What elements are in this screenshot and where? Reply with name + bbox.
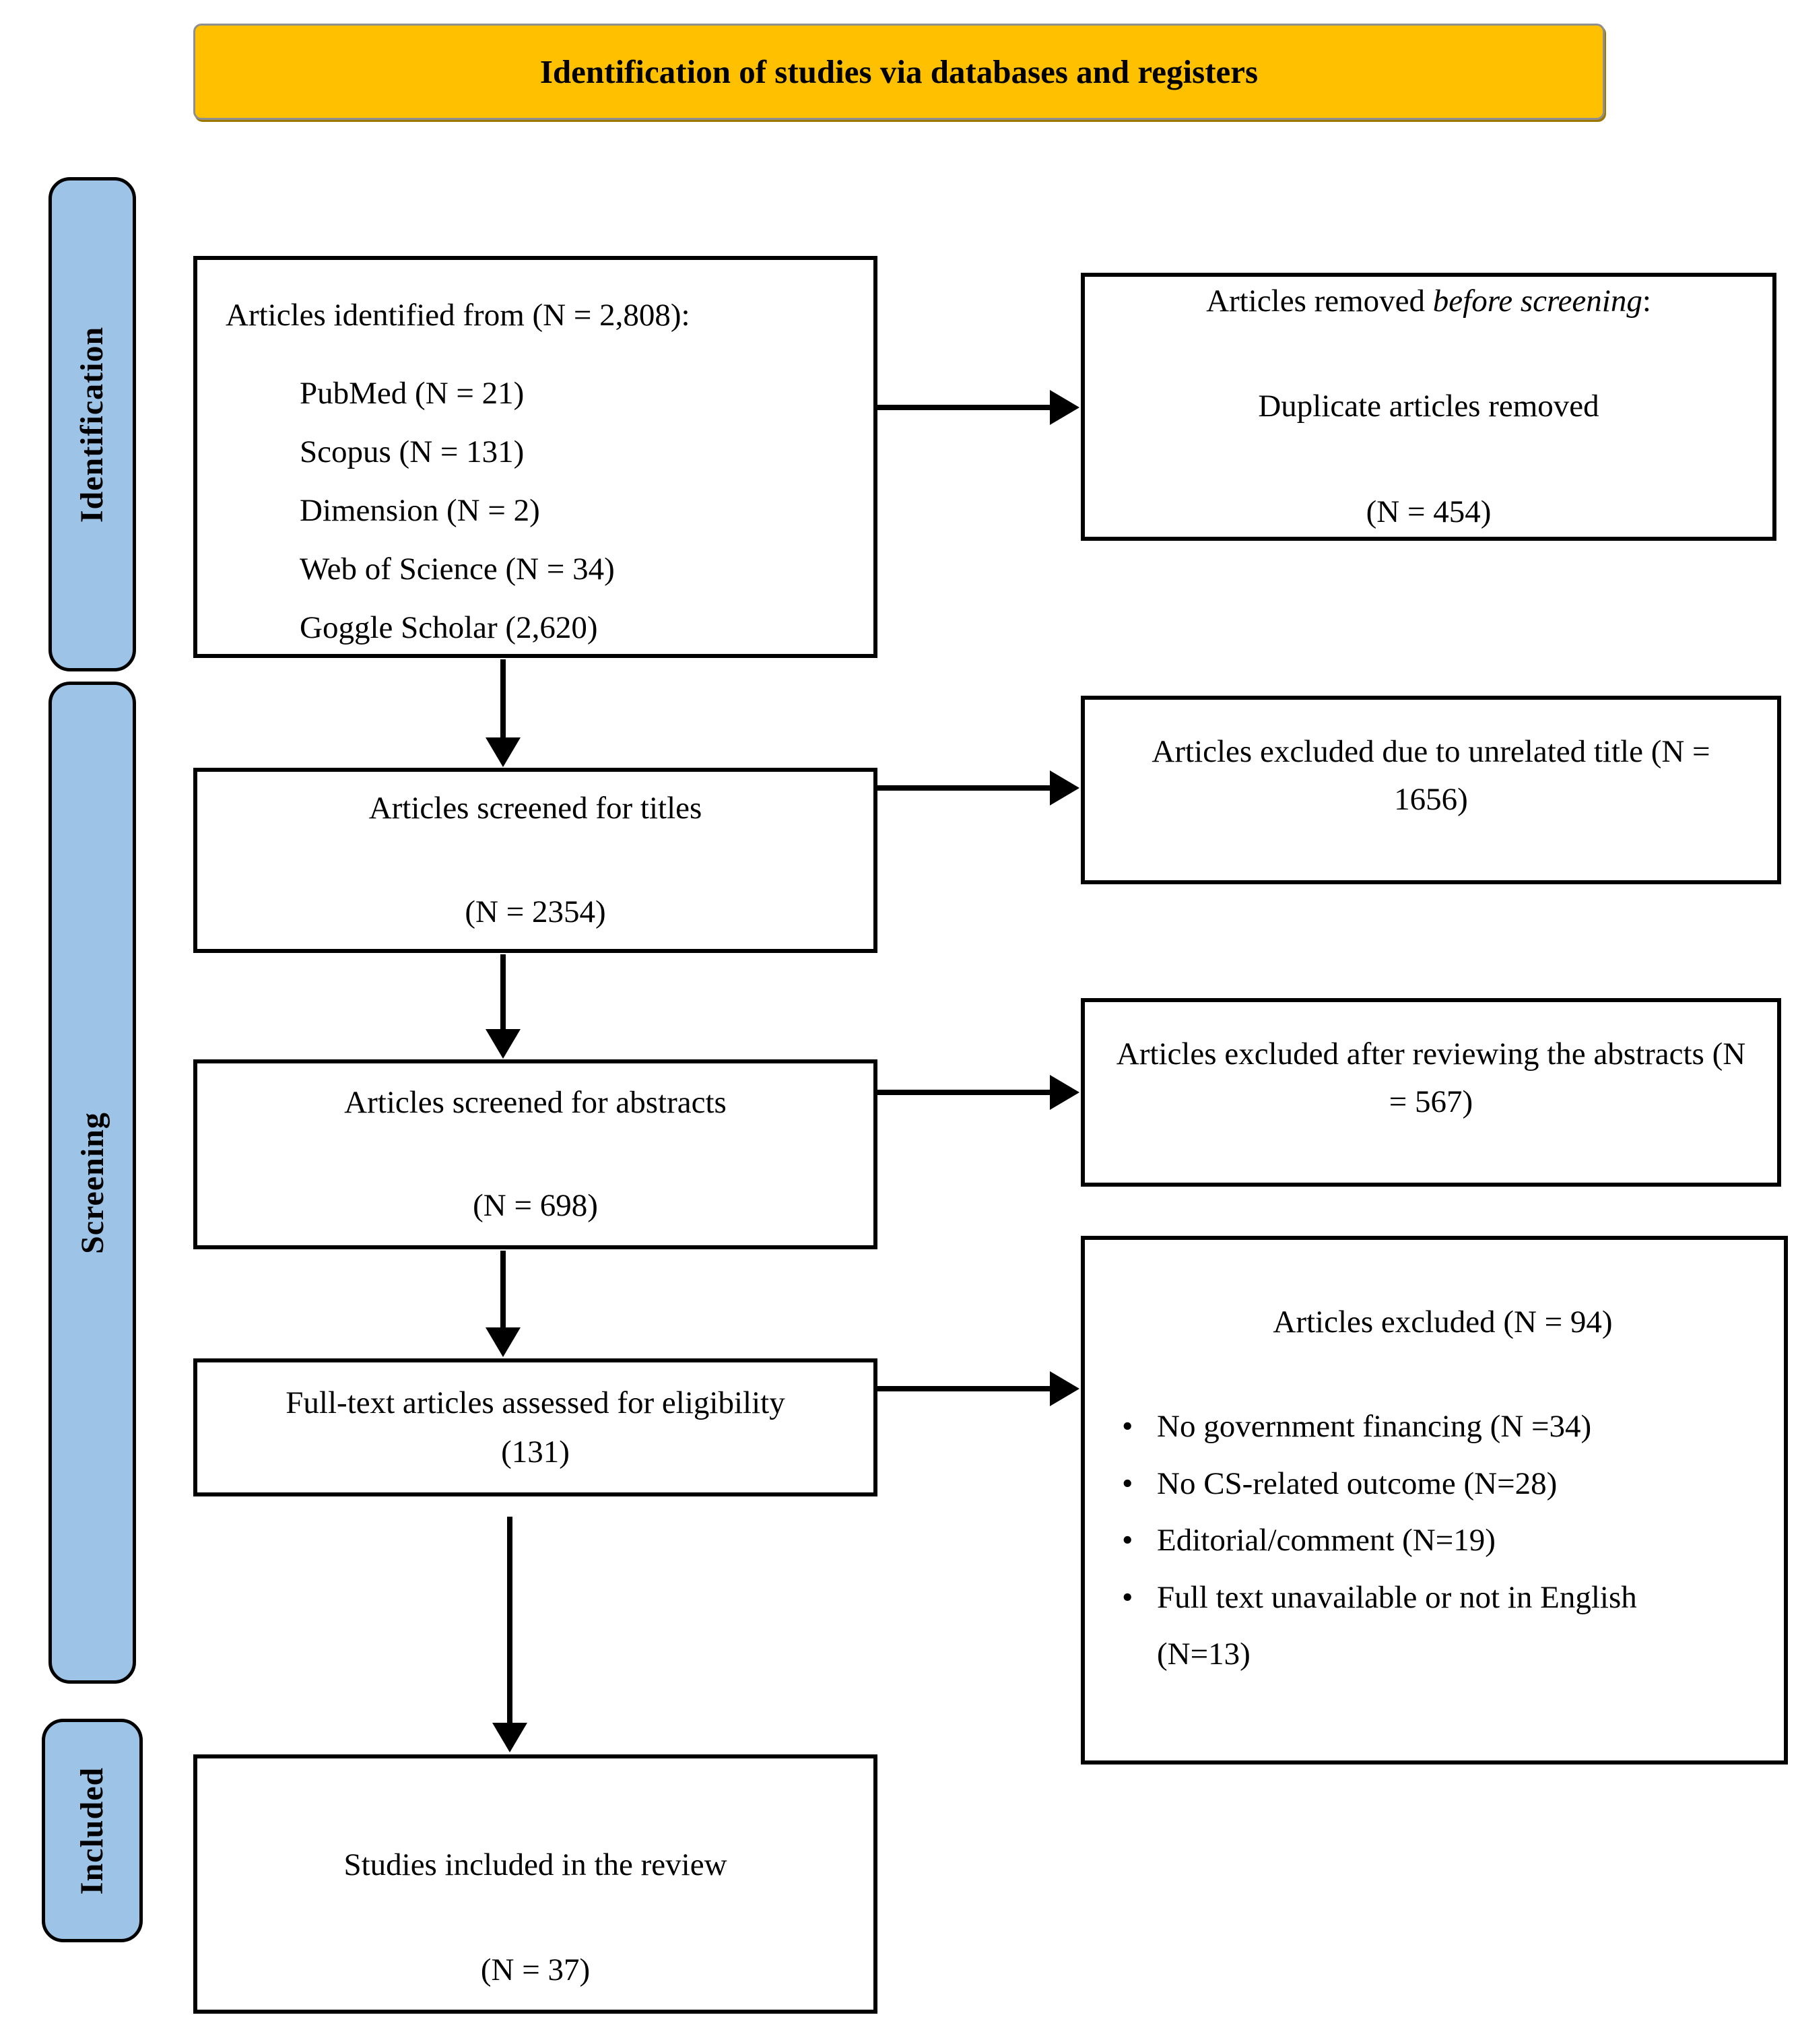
box-articles-identified: Articles identified from (N = 2,808): Pu… — [193, 256, 877, 658]
box-screened-titles: Articles screened for titles (N = 2354) — [193, 768, 877, 953]
bullet-icon: • — [1122, 1409, 1133, 1445]
stage-bar-screening: Screening — [48, 682, 136, 1684]
source-web-of-science: Web of Science (N = 34) — [300, 551, 615, 587]
arrowhead-down-icon — [492, 1723, 527, 1752]
source-scopus: Scopus (N = 131) — [300, 434, 525, 470]
arrow-fulltext-to-included — [492, 1517, 527, 1752]
arrowhead-down-icon — [486, 1327, 521, 1357]
arrow-fulltext-to-excluded — [877, 1371, 1079, 1406]
box-removed-before-screening: Articles removed before screening: Dupli… — [1081, 273, 1776, 541]
bullet-icon: • — [1122, 1579, 1133, 1615]
arrow-shaft — [877, 405, 1057, 410]
removed-duplicates-line: Duplicate articles removed — [1258, 389, 1599, 424]
source-google-scholar: Goggle Scholar (2,620) — [300, 609, 598, 645]
excluded-fulltext-bullets: • No government financing (N =34) • No C… — [1122, 1398, 1764, 1683]
stage-label-identification: Identification — [74, 326, 110, 523]
arrow-shaft — [507, 1517, 512, 1729]
excluded-after-abstracts-text: Articles excluded after reviewing the ab… — [1116, 1036, 1746, 1119]
arrowhead-right-icon — [1050, 1371, 1079, 1406]
excluded-fulltext-title: Articles excluded (N = 94) — [1273, 1305, 1613, 1340]
arrowhead-right-icon — [1050, 390, 1079, 425]
bullet-icon: • — [1122, 1523, 1133, 1558]
bullet-no-government-financing: • No government financing (N =34) — [1122, 1398, 1764, 1455]
removed-before-screening-title: Articles removed before screening: — [1206, 281, 1651, 322]
box-fulltext-assessed: Full-text articles assessed for eligibil… — [193, 1358, 877, 1496]
arrow-abstracts-to-excluded — [877, 1075, 1079, 1110]
arrow-titles-to-abstracts — [486, 954, 521, 1059]
articles-identified-intro: Articles identified from (N = 2,808): — [226, 298, 690, 333]
excluded-unrelated-title-text: Articles excluded due to unrelated title… — [1152, 734, 1710, 817]
box-excluded-unrelated-title: Articles excluded due to unrelated title… — [1081, 696, 1781, 884]
screened-abstracts-line: Articles screened for abstracts — [344, 1084, 727, 1120]
arrow-shaft — [500, 954, 506, 1036]
arrow-shaft — [500, 1251, 506, 1334]
stage-label-screening: Screening — [74, 1111, 110, 1254]
bullet-text: Editorial/comment (N=19) — [1157, 1523, 1496, 1558]
arrow-identified-to-removed — [877, 390, 1079, 425]
screened-abstracts-count: (N = 698) — [473, 1188, 598, 1223]
arrow-shaft — [500, 659, 506, 744]
bullet-text: Full text unavailable or not in English … — [1157, 1579, 1637, 1672]
removed-suffix: : — [1642, 284, 1651, 319]
box-studies-included: Studies included in the review (N = 37) — [193, 1754, 877, 2014]
studies-included-line: Studies included in the review — [343, 1847, 727, 1882]
arrow-shaft — [877, 785, 1057, 791]
removed-italic: before screening — [1432, 284, 1642, 319]
removed-count: (N = 454) — [1366, 494, 1492, 529]
arrow-shaft — [877, 1090, 1057, 1095]
banner-title-text: Identification of studies via databases … — [539, 53, 1259, 90]
screened-titles-count: (N = 2354) — [465, 894, 606, 929]
arrowhead-down-icon — [486, 1029, 521, 1059]
source-pubmed: PubMed (N = 21) — [300, 376, 525, 411]
arrowhead-right-icon — [1050, 1075, 1079, 1110]
screened-titles-line: Articles screened for titles — [368, 791, 702, 826]
removed-prefix: Articles removed — [1206, 284, 1433, 319]
box-excluded-fulltext: Articles excluded (N = 94) • No governme… — [1081, 1236, 1788, 1765]
stage-bar-identification: Identification — [48, 177, 136, 671]
arrow-abstracts-to-fulltext — [486, 1251, 521, 1357]
box-screened-abstracts: Articles screened for abstracts (N = 698… — [193, 1059, 877, 1249]
banner-title: Identification of studies via databases … — [193, 24, 1605, 120]
bullet-text: No government financing (N =34) — [1157, 1409, 1592, 1445]
arrow-titles-to-excluded — [877, 770, 1079, 805]
arrowhead-right-icon — [1050, 770, 1079, 805]
bullet-editorial-comment: • Editorial/comment (N=19) — [1122, 1512, 1764, 1569]
stage-bar-included: Included — [42, 1719, 143, 1942]
source-dimension: Dimension (N = 2) — [300, 492, 540, 528]
fulltext-assessed-text: Full-text articles assessed for eligibil… — [286, 1385, 785, 1470]
arrow-identified-to-titles — [486, 659, 521, 767]
bullet-text: No CS-related outcome (N=28) — [1157, 1465, 1558, 1501]
box-excluded-after-abstracts: Articles excluded after reviewing the ab… — [1081, 998, 1781, 1187]
studies-included-count: (N = 37) — [480, 1952, 591, 1987]
arrowhead-down-icon — [486, 737, 521, 767]
arrow-shaft — [877, 1386, 1057, 1391]
bullet-icon: • — [1122, 1465, 1133, 1501]
bullet-fulltext-unavailable: • Full text unavailable or not in Englis… — [1122, 1569, 1764, 1683]
stage-label-included: Included — [74, 1767, 110, 1894]
bullet-no-cs-outcome: • No CS-related outcome (N=28) — [1122, 1455, 1764, 1513]
articles-identified-sources: PubMed (N = 21) Scopus (N = 131) Dimensi… — [300, 364, 615, 657]
